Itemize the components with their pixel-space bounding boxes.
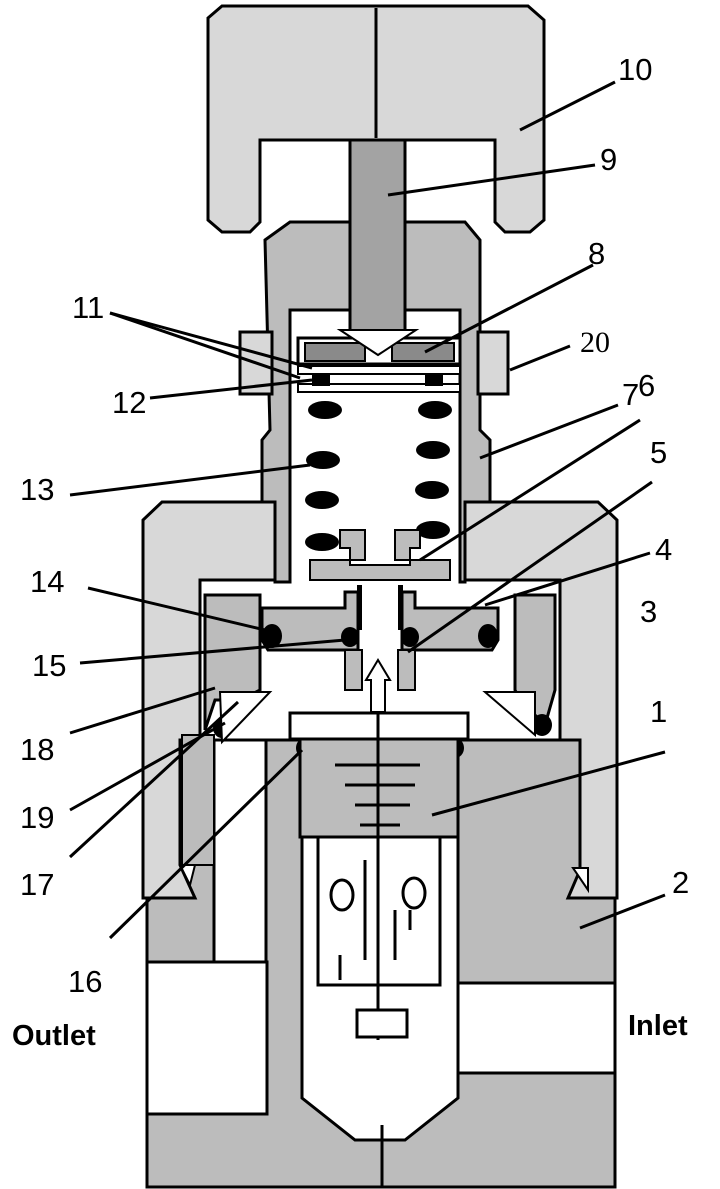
callout-12: 12 — [112, 385, 146, 420]
adjusting-screw — [348, 138, 407, 358]
thrust-washers — [297, 365, 461, 393]
callout-13: 13 — [20, 472, 54, 507]
callout-14: 14 — [30, 564, 64, 599]
valve-poppet — [288, 658, 470, 1040]
callout-18: 18 — [20, 732, 54, 767]
callout-2: 2 — [672, 865, 689, 900]
callout-11: 11 — [72, 290, 104, 325]
inlet-label: Inlet — [628, 1010, 688, 1042]
spring-plate — [296, 329, 462, 366]
piston — [260, 585, 500, 652]
outlet-label: Outlet — [12, 1020, 96, 1052]
spring-button — [309, 529, 451, 581]
callout-6: 6 — [638, 368, 655, 403]
callout-20: 20 — [580, 326, 610, 359]
callout-16: 16 — [68, 964, 102, 999]
callout-9: 9 — [600, 142, 617, 177]
lock-nut — [238, 330, 510, 396]
knob — [206, 4, 546, 234]
backup-ring — [218, 691, 536, 745]
range-spring — [305, 401, 452, 551]
port-labels: Outlet Inlet — [12, 1010, 688, 1052]
callout-19: 19 — [20, 800, 54, 835]
callout-1: 1 — [650, 694, 667, 729]
callout-15: 15 — [32, 648, 66, 683]
leader-lines — [68, 80, 666, 940]
callout-17: 17 — [20, 867, 54, 902]
callout-7: 7 — [622, 377, 639, 412]
callout-4: 4 — [655, 532, 672, 567]
callout-3: 3 — [640, 594, 657, 629]
callout-8: 8 — [588, 236, 605, 271]
bearing — [312, 374, 443, 386]
callout-10: 10 — [618, 52, 652, 87]
callout-5: 5 — [650, 435, 667, 470]
callout-labels: 10 9 8 11 20 12 7 6 13 5 4 14 3 15 18 1 … — [20, 52, 689, 999]
